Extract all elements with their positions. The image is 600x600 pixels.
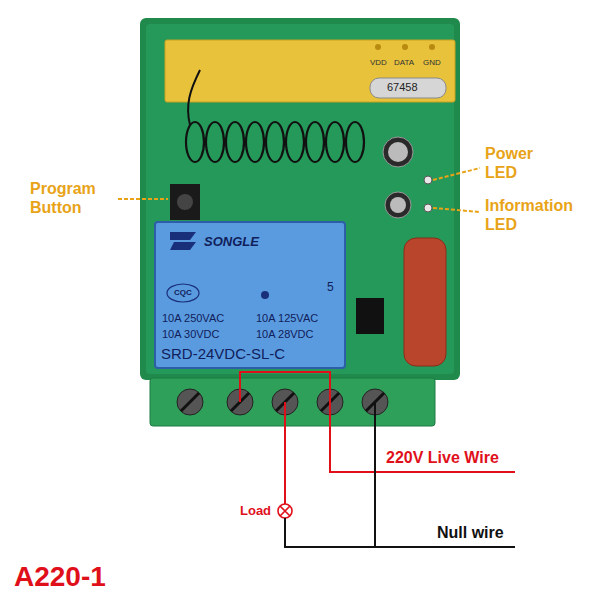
button-cap (177, 194, 193, 210)
cqc-mark (167, 284, 199, 302)
terminal-screws (177, 389, 388, 415)
wire-label: 220V Live Wire (386, 449, 499, 468)
program-button (170, 184, 200, 220)
load-label: Load (240, 503, 271, 518)
songle-logo (170, 232, 196, 250)
antenna-wire (188, 70, 200, 125)
load-cross (280, 506, 290, 516)
callout-label: Program Button (30, 180, 116, 218)
electrolytic-capacitor (385, 192, 411, 218)
model-text: SRD-24VDC-SL-C (161, 345, 285, 363)
pcb-board (140, 18, 460, 380)
rating-text: 10A 28VDC (256, 328, 313, 341)
leader-line (118, 198, 168, 200)
relay (155, 222, 345, 368)
brand-text: SONGLE (204, 234, 259, 249)
pin-label: VDD (370, 58, 387, 67)
power-led (424, 176, 432, 184)
crystal-text: 67458 (387, 81, 418, 94)
load-wire (284, 402, 286, 504)
ic-chip (356, 298, 384, 334)
wire-label: Null wire (437, 524, 504, 543)
crystal (370, 78, 446, 98)
callout-label: Information LED (485, 197, 595, 235)
pin-label: DATA (394, 58, 414, 67)
electrolytic-capacitor (383, 137, 413, 167)
leader-line (433, 208, 480, 212)
capacitor-top (390, 197, 406, 213)
leader-line (433, 168, 480, 180)
rating-text: 10A 250VAC (162, 312, 224, 325)
model-title: A220-1 (14, 560, 106, 593)
rating-text: 10A 30VDC (162, 328, 219, 341)
marking-text: 5 (327, 280, 334, 294)
load-symbol (278, 504, 292, 518)
capacitor-top (388, 142, 408, 162)
callout-label: Power LED (485, 145, 555, 183)
antenna-coil (186, 122, 364, 162)
relay-mark (261, 291, 269, 299)
film-capacitor (404, 238, 446, 366)
rf-module (165, 40, 455, 102)
live-wire (240, 372, 515, 472)
pcb-surface (146, 24, 454, 374)
pin-label: GND (423, 58, 441, 67)
terminal-block (150, 378, 435, 426)
pin-hole (375, 44, 381, 50)
rating-text: 10A 125VAC (256, 312, 318, 325)
pin-hole (429, 44, 435, 50)
null-wire (285, 402, 515, 547)
cert-mark: CQC (174, 288, 192, 297)
information-led (424, 204, 432, 212)
pin-hole (402, 44, 408, 50)
